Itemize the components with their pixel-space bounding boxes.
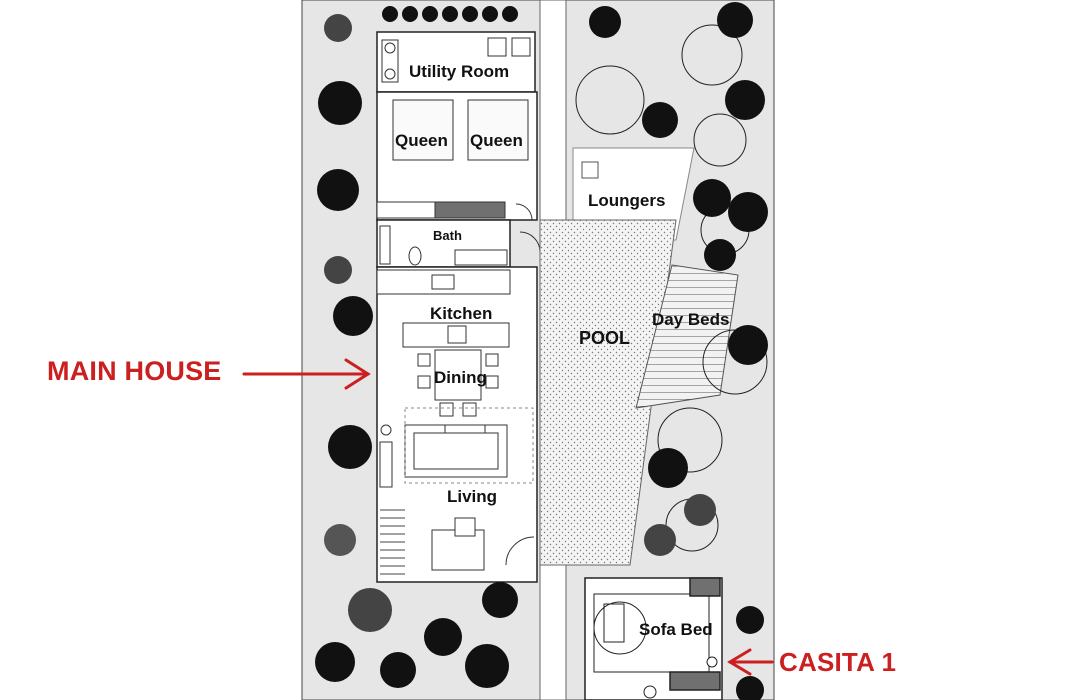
queen-bed-right [467, 99, 529, 161]
queen-bed-left-label: Queen [395, 131, 448, 150]
living-label: Living [447, 487, 498, 506]
trees-right [589, 2, 768, 700]
living-sofa [379, 424, 508, 571]
dining-label: Dining [434, 368, 487, 387]
casita [584, 577, 723, 700]
utility-room [376, 31, 536, 93]
dining-table [417, 349, 499, 417]
trees-left [315, 14, 518, 688]
queen-bed-left [392, 99, 454, 161]
main-house-callout: MAIN HOUSE [47, 356, 222, 386]
bathroom [376, 219, 511, 268]
loungers-deck [572, 147, 695, 241]
day-beds-label: Day Beds [652, 310, 730, 329]
utility-room-label: Utility Room [409, 62, 510, 81]
loungers-label: Loungers [588, 191, 666, 210]
pool [539, 219, 677, 566]
bath-label: Bath [433, 228, 462, 243]
day-beds-deck [635, 264, 739, 409]
stairs [380, 509, 405, 575]
main-house-arrow [242, 358, 371, 390]
queen-bed-right-label: Queen [470, 131, 523, 150]
pool-label: POOL [579, 328, 631, 348]
kitchen-label: Kitchen [430, 304, 493, 323]
sofa-bed-label: Sofa Bed [639, 620, 713, 639]
casita-arrow [727, 648, 774, 676]
casita-callout: CASITA 1 [779, 647, 897, 677]
